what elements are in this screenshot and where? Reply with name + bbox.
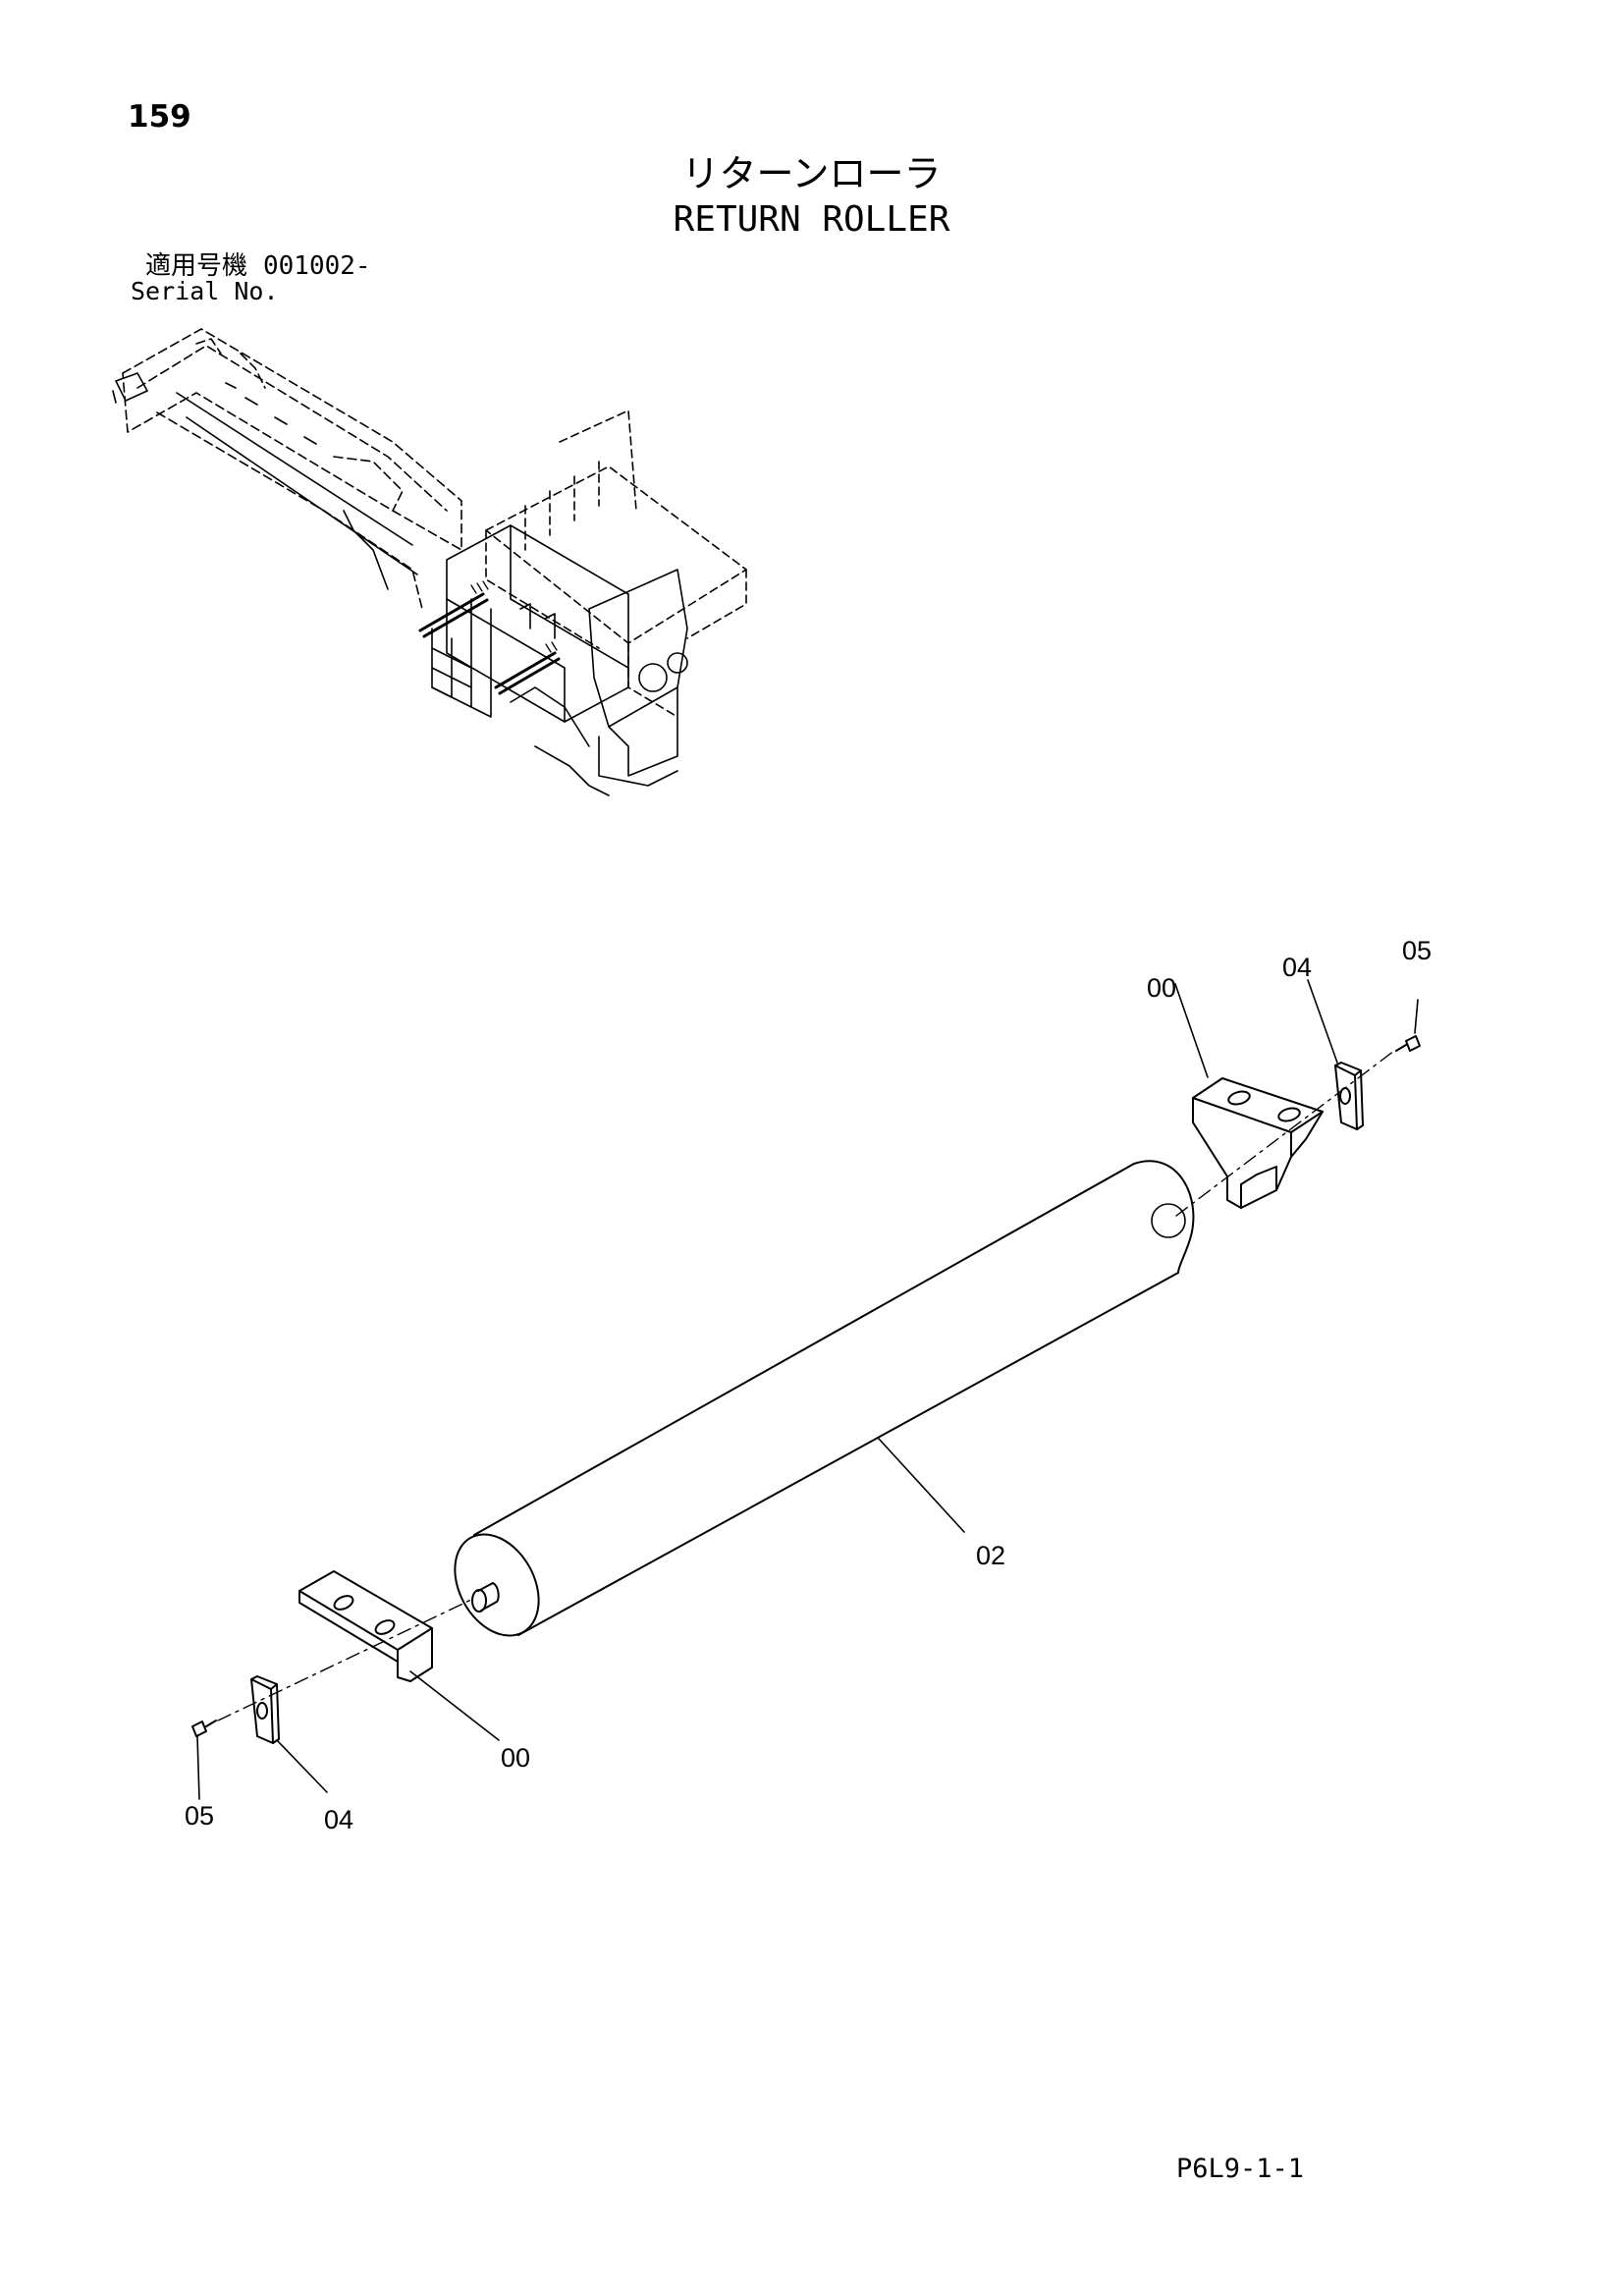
drawing-code: P6L9-1-1 [1176, 2154, 1305, 2184]
callout-05-left: 05 [185, 1801, 215, 1831]
axis-line-right [1175, 1050, 1395, 1217]
bolt-left [191, 1720, 217, 1800]
callout-00-left: 00 [501, 1743, 531, 1773]
serial-value: 001002- [263, 251, 371, 281]
page-number: 159 [128, 99, 191, 135]
serial-label-english: Serial No. [131, 277, 279, 305]
axis-line-left [217, 1598, 474, 1722]
bolt-right [1395, 999, 1421, 1052]
machine-overview-sketch [112, 328, 747, 796]
serial-label-japanese: 適用号機 [145, 251, 248, 281]
title-english: RETURN ROLLER [673, 199, 950, 240]
callout-00-right: 00 [1147, 973, 1177, 1003]
callout-02: 02 [976, 1541, 1006, 1570]
bracket-left [298, 1570, 500, 1741]
title-japanese: リターンローラ [681, 152, 942, 195]
callout-05-right: 05 [1402, 936, 1433, 965]
return-roller [454, 1160, 1195, 1637]
bracket-right [1174, 983, 1324, 1209]
callout-04-left: 04 [324, 1805, 354, 1834]
plate-right [1307, 979, 1364, 1130]
callout-04-right: 04 [1282, 953, 1313, 982]
plate-left [250, 1675, 328, 1793]
